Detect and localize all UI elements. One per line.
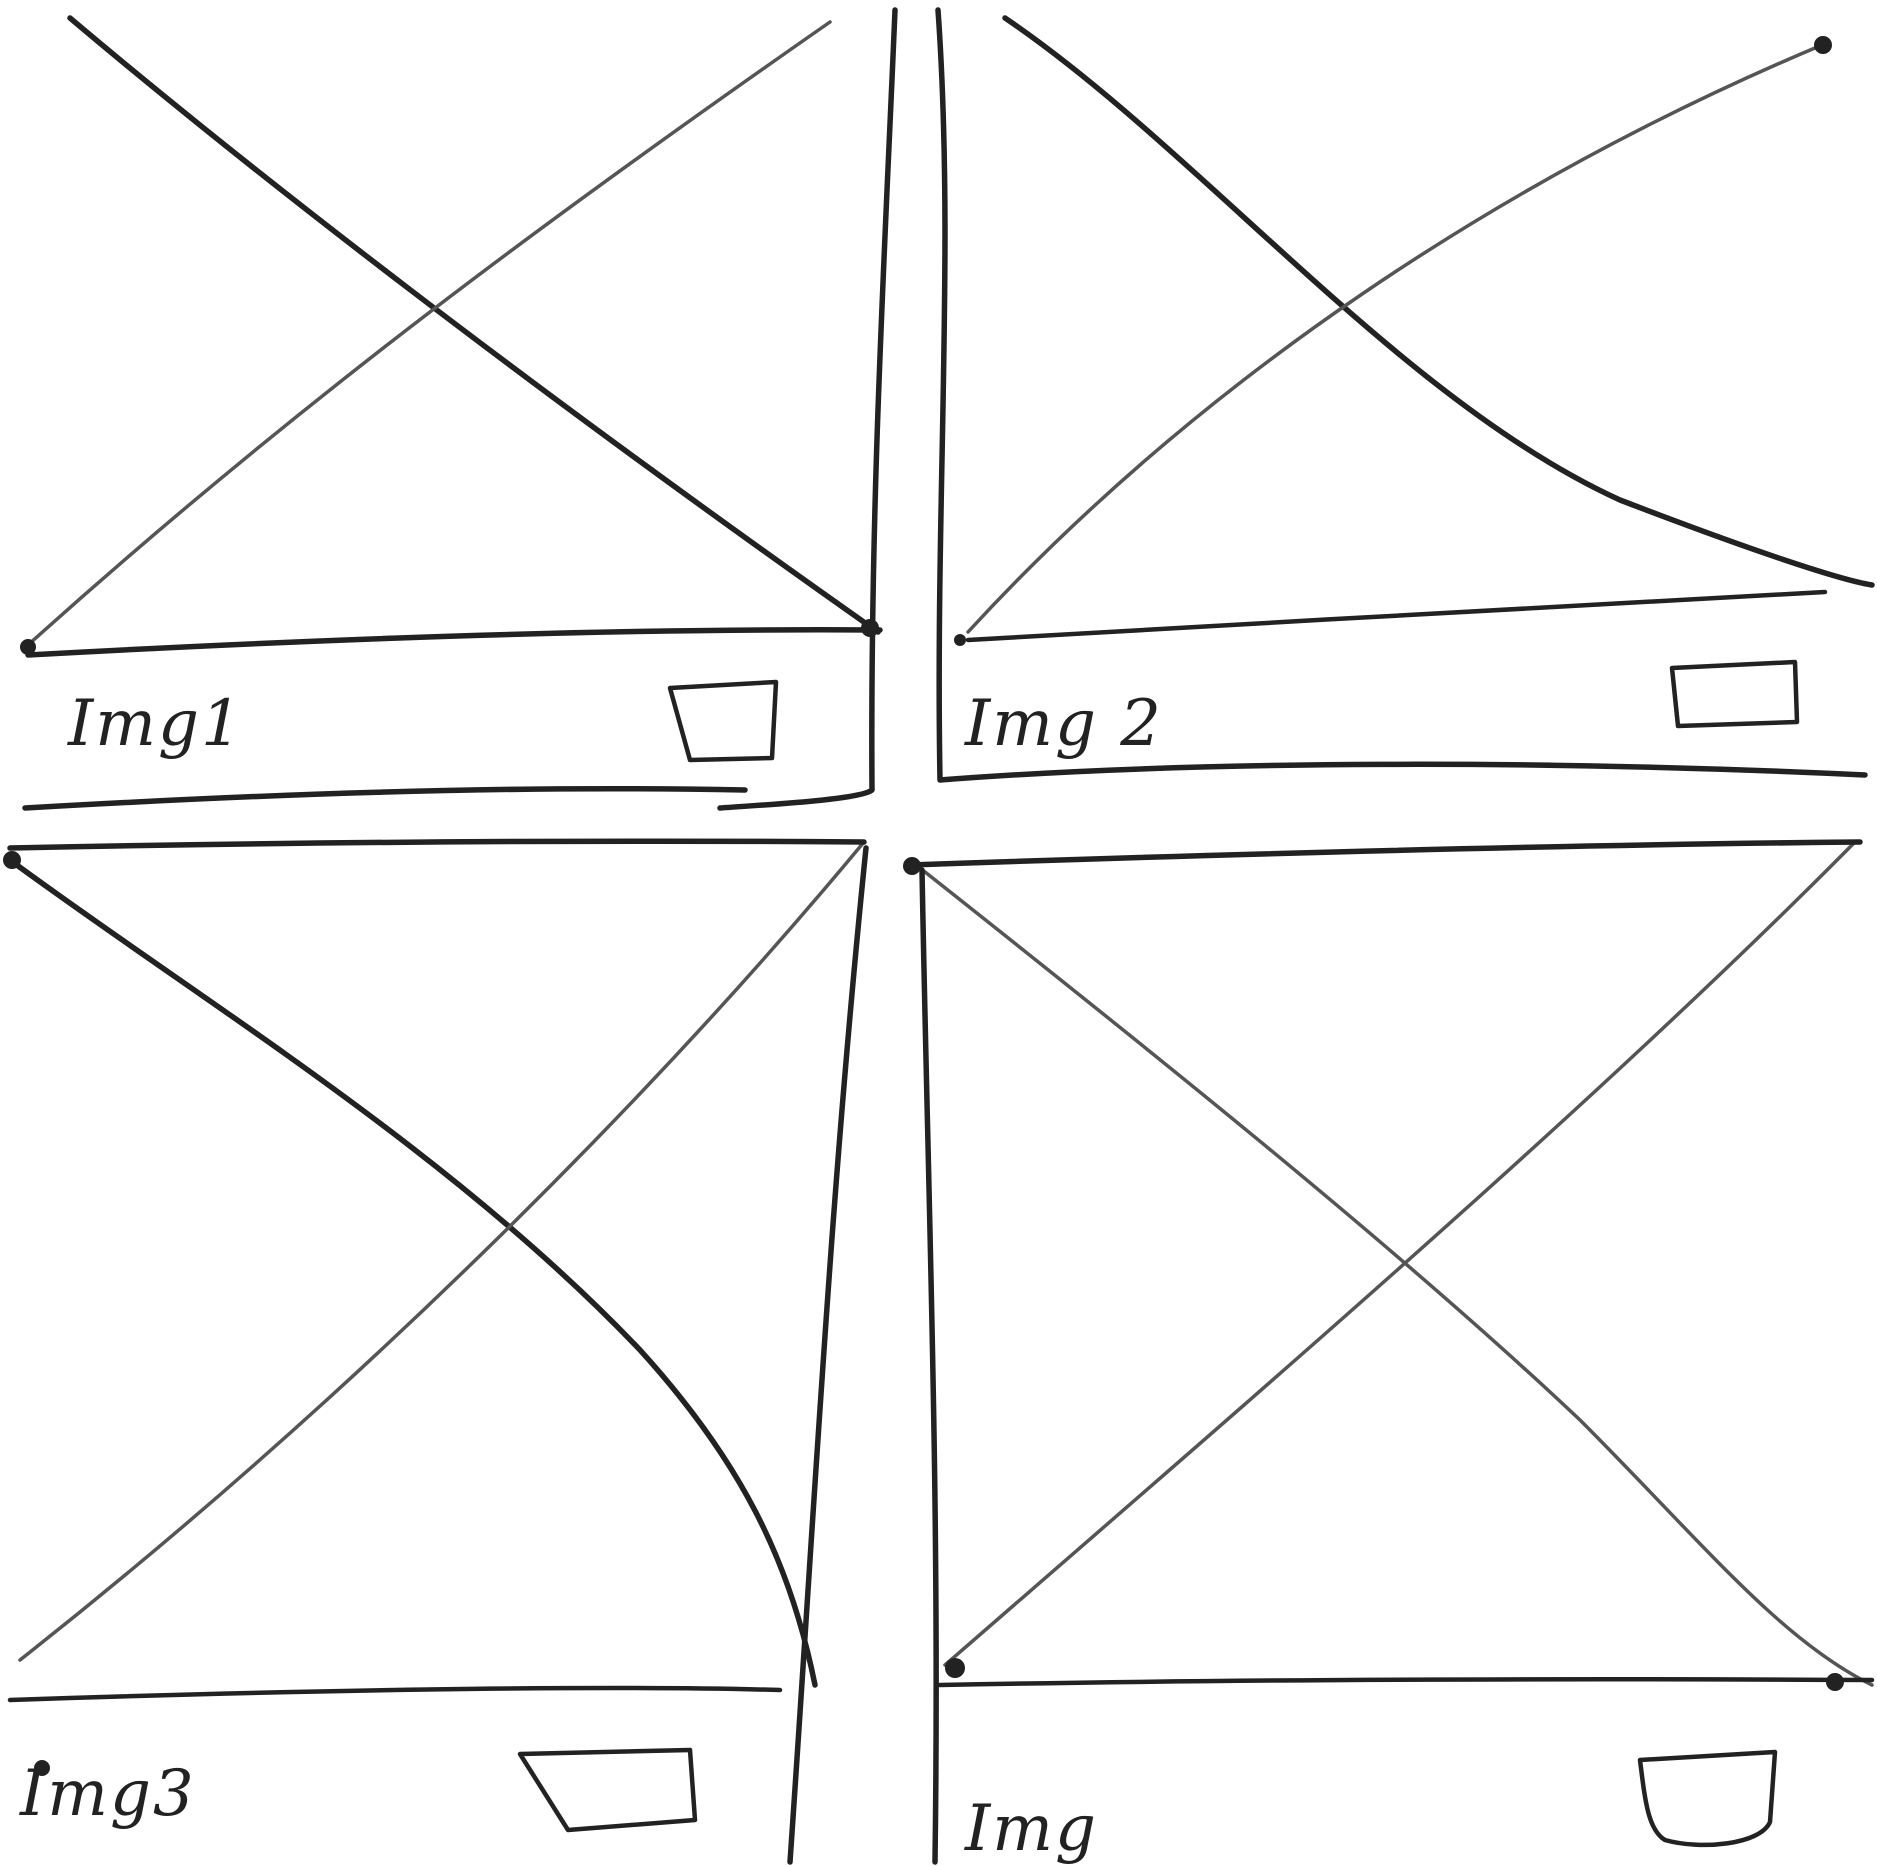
image-card-1[interactable]: Img1: [20, 7, 898, 811]
card-divider-line: [907, 839, 1863, 868]
card-caption: Img 2: [964, 687, 1163, 761]
card-divider-line: [717, 7, 898, 811]
card-divider-line: [7, 838, 867, 851]
image-placeholder-icon: [7, 840, 866, 1703]
card-caption: Img: [964, 1792, 1098, 1866]
card-divider-line: [22, 785, 748, 811]
card-divider-line: [787, 845, 869, 1865]
card-divider-line: [919, 867, 939, 1865]
checkbox-icon[interactable]: [517, 1747, 698, 1833]
checkbox-icon[interactable]: [667, 679, 779, 763]
card-divider-line: [935, 7, 1868, 783]
card-caption: Img1: [67, 687, 244, 761]
image-placeholder-icon: [25, 15, 883, 658]
image-card-3[interactable]: Img3: [3, 838, 869, 1865]
checkbox-icon[interactable]: [1669, 659, 1800, 729]
image-card-4[interactable]: Img: [903, 839, 1875, 1866]
image-placeholder-icon: [918, 840, 1875, 1688]
image-placeholder-icon: [965, 15, 1875, 643]
checkbox-icon[interactable]: [1637, 1749, 1778, 1848]
image-card-2[interactable]: Img 2: [935, 7, 1875, 783]
